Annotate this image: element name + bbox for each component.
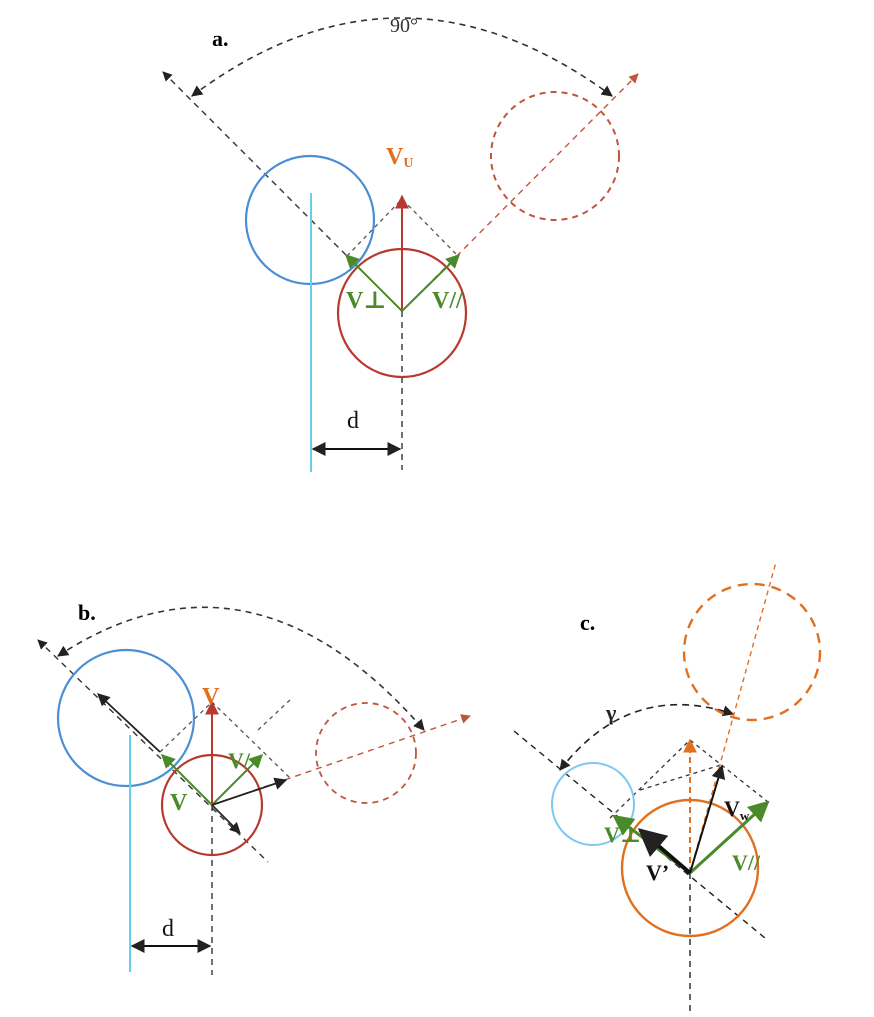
dashed-red-ball [490,91,620,221]
vw-sub: w [740,808,750,823]
perp-dashed-line [162,71,403,312]
parallelogram-c-side [639,763,725,791]
gamma-arc [559,703,735,771]
parallelogram-b-side [257,699,291,731]
gamma-label: γ [605,700,616,725]
panel-b: b. V V V/ d [37,600,471,975]
dashed-orange-ball-c [682,582,822,722]
parallelogram-c [609,739,769,819]
panel-a-label: a. [212,26,229,51]
v-prime-label-c: V’ [646,860,669,885]
panel-c-label: c. [580,610,595,635]
v-par-arrow [401,254,460,312]
resultant-arrow-b [211,777,288,806]
v-par-arrow-c [688,800,770,875]
v-top-label-b: V [202,684,220,710]
v-par-label-c: V// [732,850,761,875]
v-prime-arrow-c [637,828,692,875]
blue-ball-velocity-arrow [97,693,161,753]
angle-arc-90 [191,17,613,97]
blue-ball-b [56,648,196,788]
d-label: d [347,408,359,434]
vw-main: V [724,796,740,821]
d-label-b: d [162,916,174,942]
angle-arc-b [57,606,425,731]
blue-ball-c [551,762,635,846]
perp-small-arrow-b [211,804,241,834]
vu-sub: U [403,156,413,171]
v-par-arrow-b [211,754,263,806]
vw-arrow-c [689,764,726,874]
v-par-label-b: V/ [228,748,251,773]
panel-c: c. γ Vw V⊥ V’ V// [513,561,822,1015]
velocity-parallelogram [346,198,459,257]
panel-b-label: b. [78,600,96,625]
vw-label: Vw [724,796,750,823]
panel-a: a. 90° VU V⊥ V// d [162,15,639,472]
v-par-label: V// [432,288,463,314]
angle-label-90: 90° [390,15,418,37]
v-left-label-b: V [170,790,188,816]
v-perp-label-c: V⊥ [604,822,641,847]
v-perp-label: V⊥ [346,288,386,314]
vu-main: V [386,144,404,170]
dashed-red-ball-b [315,702,417,804]
vu-label: VU [386,144,413,171]
v-perp-arrow-b [161,754,213,806]
v-perp-arrow [345,254,403,312]
